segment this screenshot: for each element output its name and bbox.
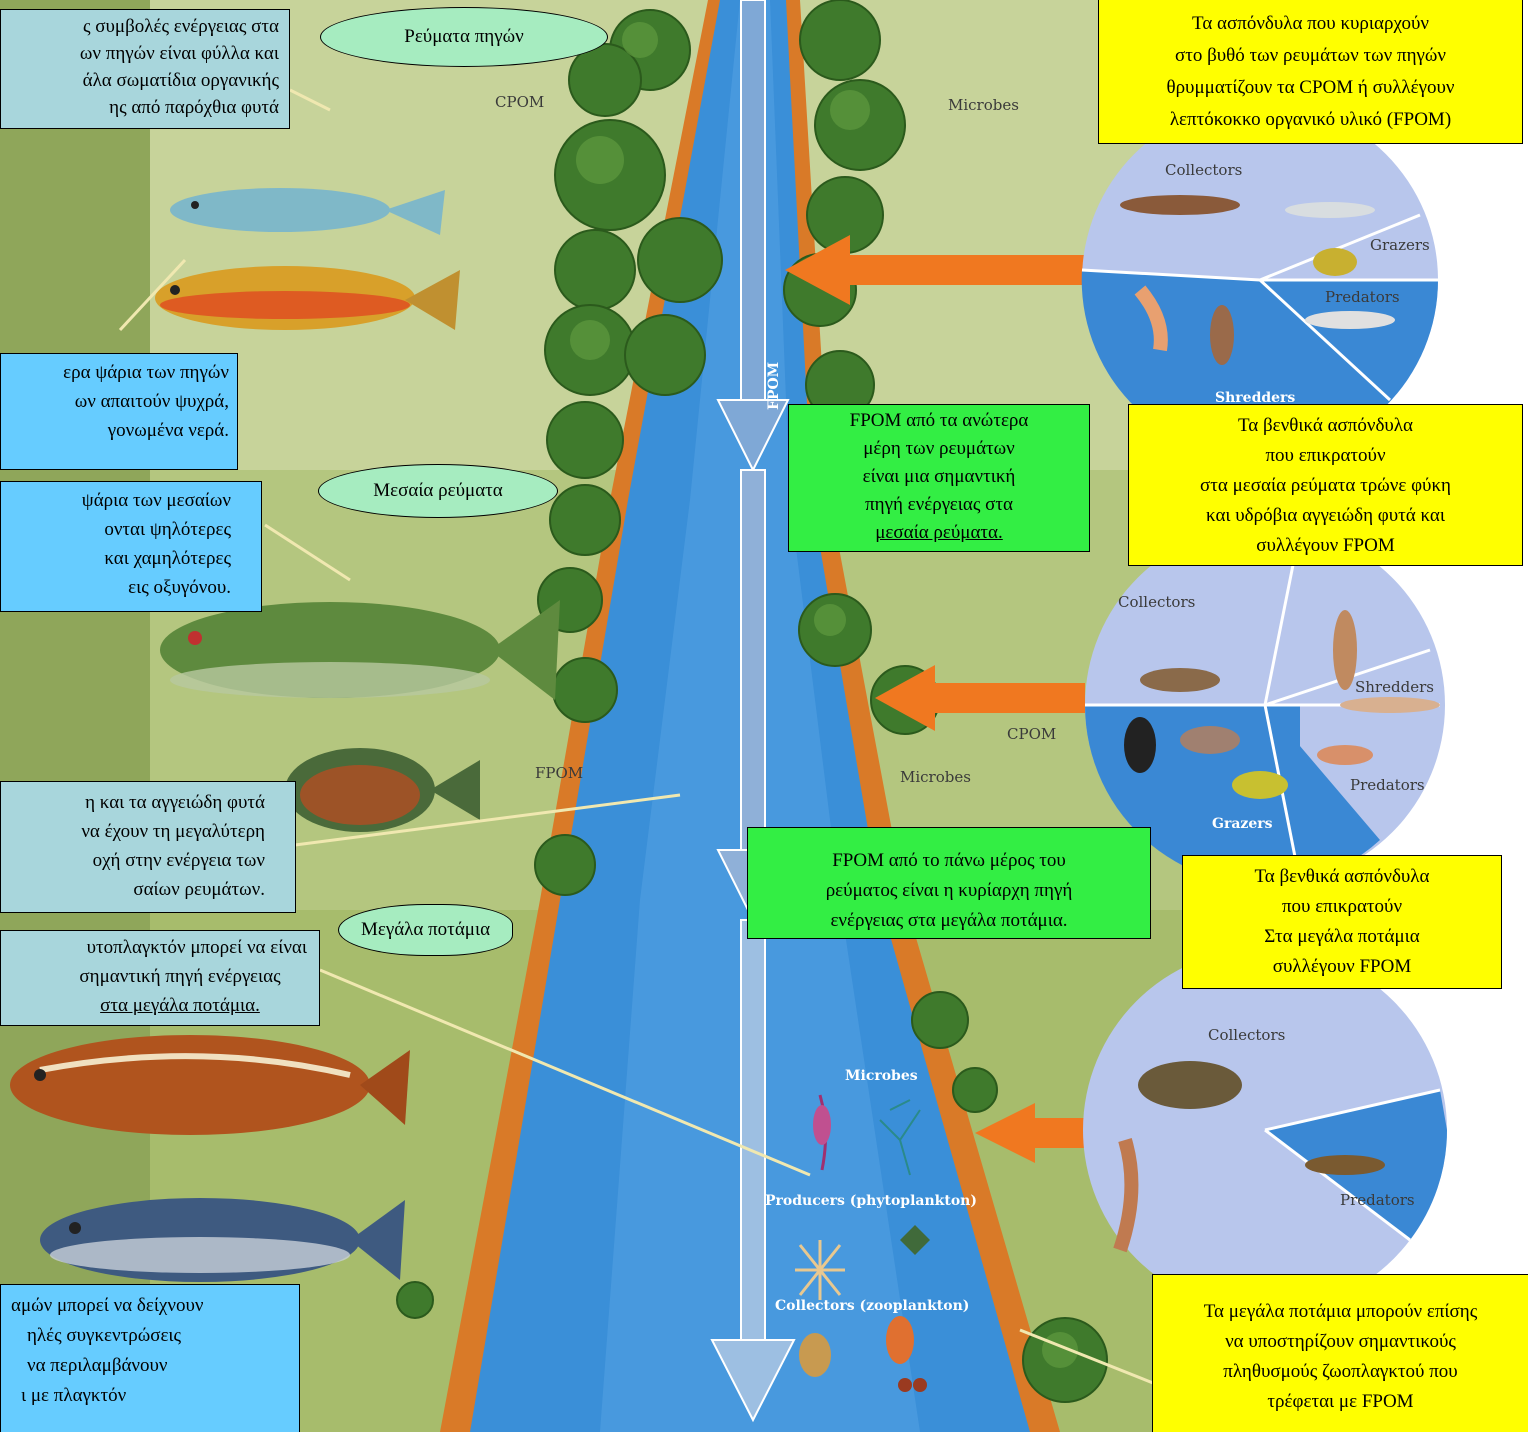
label-microbes-top: Microbes xyxy=(948,96,1019,114)
section-middle-label: Μεσαία ρεύματα xyxy=(318,464,558,518)
headwater-inverts-box: Τα ασπόνδυλα που κυριαρχούνστο βυθό των … xyxy=(1098,0,1523,144)
large-phyto-box: υτοπλαγκτόν μπορεί να είναισημαντική πηγ… xyxy=(0,930,320,1026)
section-headwaters-label: Ρεύματα πηγών xyxy=(320,7,608,67)
label-fpom-middle: FPOM xyxy=(535,764,583,782)
pie1-label-collectors: Collectors xyxy=(1165,161,1242,179)
pie3-label-predators: Predators xyxy=(1340,1191,1415,1209)
fpom-large-box: FPOM από το πάνω μέρος τουρεύματος είναι… xyxy=(747,827,1151,939)
headwater-energy-box: ς συμβολές ενέργειας σταων πηγών είναι φ… xyxy=(0,9,290,129)
pie2-label-collectors: Collectors xyxy=(1118,593,1195,611)
svg-text:FPOM: FPOM xyxy=(766,362,782,410)
large-fish-box: αμών μπορεί να δείχνουνηλές συγκεντρώσει… xyxy=(0,1284,300,1432)
headwater-fish-box: ερα ψάρια των πηγώνων απαιτούν ψυχρά,γον… xyxy=(0,353,238,470)
pie2-label-predators: Predators xyxy=(1350,776,1425,794)
pie-large: Collectors Predators xyxy=(1083,948,1447,1312)
label-collectors-zoo: Collectors (zooplankton) xyxy=(775,1298,969,1314)
label-microbes-lower: Microbes xyxy=(845,1068,918,1084)
section-large-label: Μεγάλα ποτάμια xyxy=(338,904,513,956)
label-cpom-middle: CPOM xyxy=(1007,725,1056,743)
fpom-middle-box: FPOM από τα ανώτεραμέρη των ρευμάτωνείνα… xyxy=(788,404,1090,552)
pie2-label-grazers: Grazers xyxy=(1212,816,1273,832)
label-microbes-middle: Microbes xyxy=(900,768,971,786)
middle-plants-box: η και τα αγγειώδη φυτάνα έχουν τη μεγαλύ… xyxy=(0,781,296,913)
large-inverts-box: Τα βενθικά ασπόνδυλαπου επικρατούνΣτα με… xyxy=(1182,855,1502,989)
large-zoo-box: Τα μεγάλα ποτάμια μπορούν επίσηςνα υποστ… xyxy=(1152,1274,1528,1432)
pie1-label-predators: Predators xyxy=(1325,288,1400,306)
middle-fish-box: ψάρια των μεσαίωνονται ψηλότερεςκαι χαμη… xyxy=(0,481,262,612)
pie2-label-shredders: Shredders xyxy=(1355,678,1434,696)
pie1-label-grazers: Grazers xyxy=(1370,236,1430,254)
label-cpom-top: CPOM xyxy=(495,93,544,111)
pie3-label-collectors: Collectors xyxy=(1208,1026,1285,1044)
label-producers: Producers (phytoplankton) xyxy=(765,1193,977,1209)
middle-inverts-box: Τα βενθικά ασπόνδυλαπου επικρατούνστα με… xyxy=(1128,404,1523,566)
